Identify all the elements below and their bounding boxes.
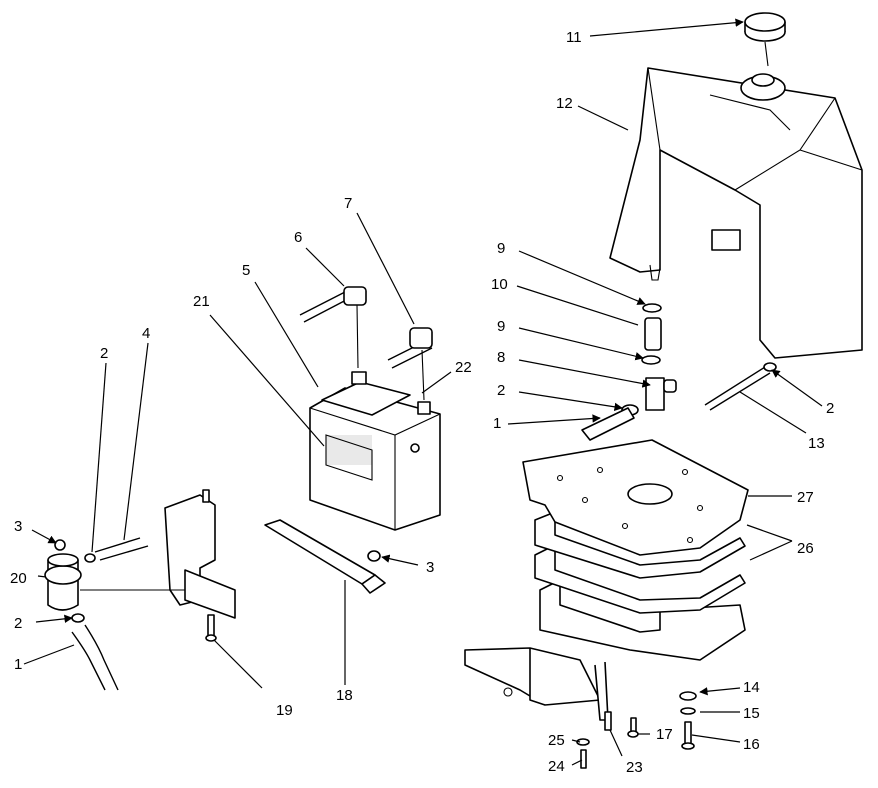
callout-20: 20	[10, 570, 27, 587]
callout-4: 4	[142, 325, 150, 342]
leader-lines	[23, 18, 823, 766]
callout-2-tank: 2	[826, 400, 834, 417]
battery-cables	[299, 286, 433, 401]
callout-19: 19	[276, 702, 293, 719]
battery	[309, 371, 441, 531]
callout-14: 14	[743, 679, 760, 696]
callout-6: 6	[294, 229, 302, 246]
callout-17: 17	[656, 726, 673, 743]
callout-5: 5	[242, 262, 250, 279]
mounting-plates	[522, 439, 749, 661]
callout-1-left: 1	[14, 656, 22, 673]
callout-24: 24	[548, 758, 565, 775]
callout-2-right: 2	[497, 382, 505, 399]
callout-11: 11	[566, 29, 582, 46]
frame-bracket	[464, 647, 609, 721]
callout-18: 18	[336, 687, 353, 704]
callout-10: 10	[491, 276, 508, 293]
callout-3-left: 3	[14, 518, 22, 535]
callout-1-right: 1	[493, 415, 501, 432]
callout-2-top: 2	[100, 345, 108, 362]
fuel-cap	[744, 12, 786, 67]
callout-25: 25	[548, 732, 565, 749]
callout-9a: 9	[497, 240, 505, 257]
callout-2-left: 2	[14, 615, 22, 632]
callout-21: 21	[193, 293, 210, 310]
callout-3-right: 3	[426, 559, 434, 576]
hold-down-bar	[264, 519, 386, 594]
filter-bracket	[80, 489, 236, 642]
callout-16: 16	[743, 736, 760, 753]
hardware	[576, 691, 697, 769]
fuel-tank	[609, 67, 863, 359]
callout-22: 22	[455, 359, 472, 376]
callout-8: 8	[497, 349, 505, 366]
callout-9b: 9	[497, 318, 505, 335]
callout-27: 27	[797, 489, 814, 506]
callout-labels: 11 12 9 10 9 8 2 1 2 13 27 26 14 15 16 1…	[10, 29, 834, 776]
fuel-line-13	[704, 362, 777, 411]
fuel-filter	[44, 537, 149, 691]
callout-23: 23	[626, 759, 643, 776]
callout-26: 26	[797, 540, 814, 557]
callout-7: 7	[344, 195, 352, 212]
callout-12: 12	[556, 95, 573, 112]
callout-15: 15	[743, 705, 760, 722]
fuel-fittings	[581, 303, 677, 441]
callout-13: 13	[808, 435, 825, 452]
